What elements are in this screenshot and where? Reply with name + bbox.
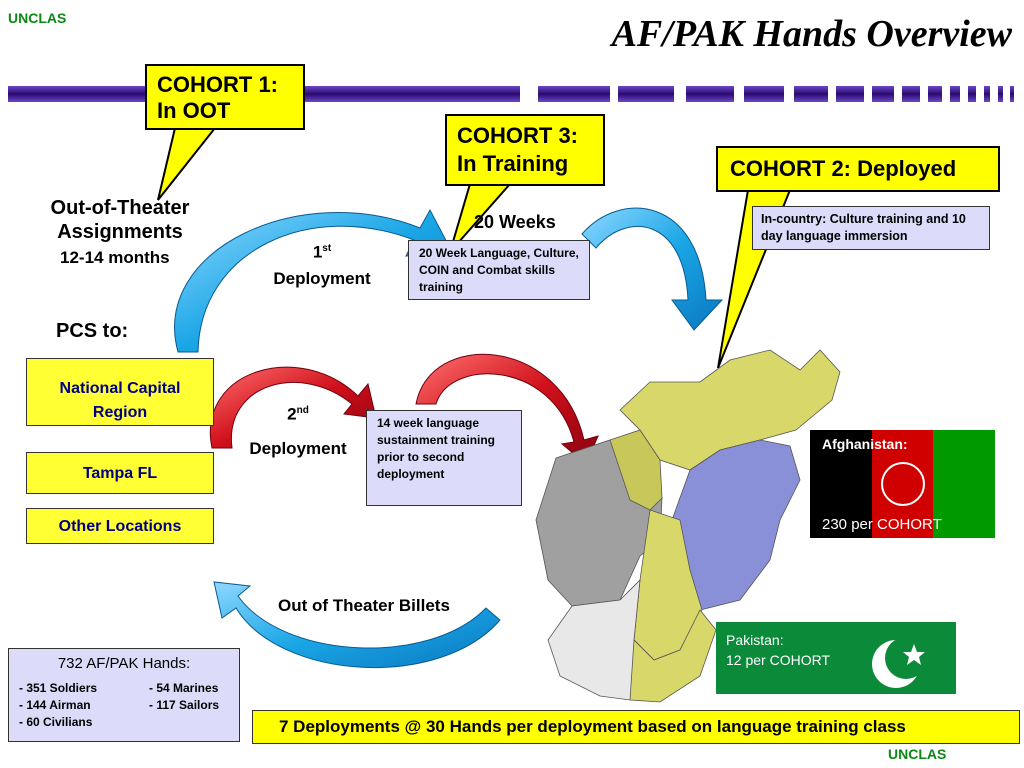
- location-other: Other Locations: [26, 508, 214, 544]
- out-of-theater-duration: 12-14 months: [60, 248, 170, 267]
- header-bar: [8, 86, 1014, 102]
- deployments-banner: 7 Deployments @ 30 Hands per deployment …: [252, 710, 1020, 744]
- billets-label: Out of Theater Billets: [278, 596, 450, 615]
- pakistan-label: Pakistan:: [726, 632, 784, 648]
- hands-summary-title: 732 AF/PAK Hands:: [57, 655, 191, 672]
- afghanistan-label: Afghanistan:: [822, 436, 908, 452]
- pakistan-text: Pakistan: 12 per COHORT: [726, 630, 830, 670]
- hands-civilians: - 60 Civilians: [19, 715, 93, 729]
- hands-marines: - 54 Marines: [149, 681, 219, 695]
- out-of-theater-line1: Out-of-Theater: [50, 197, 190, 219]
- location-national-capital: National Capital Region: [26, 358, 214, 426]
- second-deployment-word: Deployment: [249, 438, 347, 458]
- blue-arrow-upper-left: [174, 208, 453, 353]
- cohort1-line1: COHORT 1:: [157, 72, 278, 97]
- second-deployment-sup: nd: [296, 405, 309, 416]
- cohort2-label: COHORT 2: Deployed: [730, 156, 957, 181]
- afghanistan-flag: [810, 430, 996, 538]
- incountry-box: In-country: Culture training and 10 day …: [752, 206, 990, 250]
- red-arrow-left: [209, 366, 377, 449]
- cohort1-line2: In OOT: [157, 98, 231, 123]
- out-of-theater-label: Out-of-Theater Assignments: [30, 196, 210, 244]
- second-deployment-label: 2nd Deployment: [240, 394, 356, 466]
- first-deployment-word: Deployment: [273, 268, 371, 288]
- cohort1-pointer: [157, 127, 218, 201]
- pakistan-star-crescent-icon: [872, 637, 927, 688]
- pakistan-emblem: [870, 634, 942, 692]
- pakistan-count: 12 per COHORT: [726, 652, 830, 668]
- sustainment-box: 14 week language sustainment training pr…: [366, 410, 522, 506]
- location-tampa: Tampa FL: [26, 452, 214, 494]
- first-deployment-sup: st: [322, 243, 332, 254]
- cohort3-callout: COHORT 3: In Training: [445, 114, 605, 186]
- blue-arrow-bottom: [213, 581, 501, 669]
- first-deployment-num: 1: [312, 242, 323, 262]
- first-deployment-label: 1st Deployment: [262, 236, 382, 292]
- out-of-theater-line2: Assignments: [57, 221, 183, 243]
- hands-soldiers: - 351 Soldiers: [19, 681, 98, 695]
- classification-top: UNCLAS: [8, 10, 67, 26]
- weeks-label: 20 Weeks: [474, 212, 556, 232]
- cohort1-callout: COHORT 1: In OOT: [145, 64, 305, 130]
- hands-summary-box: 732 AF/PAK Hands: - 351 Soldiers - 144 A…: [8, 648, 240, 742]
- slide-title: AF/PAK Hands Overview: [611, 13, 1012, 55]
- cohort2-callout: COHORT 2: Deployed: [716, 146, 1000, 192]
- training-box: 20 Week Language, Culture, COIN and Comb…: [408, 240, 590, 300]
- hands-airman: - 144 Airman: [19, 698, 91, 712]
- blue-arrow-upper-right: [581, 207, 724, 331]
- pcs-label: PCS to:: [56, 320, 129, 342]
- second-deployment-num: 2: [287, 404, 297, 424]
- cohort3-line2: In Training: [457, 151, 569, 176]
- afghanistan-map: [535, 349, 841, 703]
- emblem-icon: [880, 462, 925, 506]
- afghanistan-count: 230 per COHORT: [822, 516, 942, 533]
- classification-bottom: UNCLAS: [888, 746, 947, 762]
- hands-sailors: - 117 Sailors: [149, 698, 220, 712]
- cohort3-line1: COHORT 3:: [457, 123, 578, 148]
